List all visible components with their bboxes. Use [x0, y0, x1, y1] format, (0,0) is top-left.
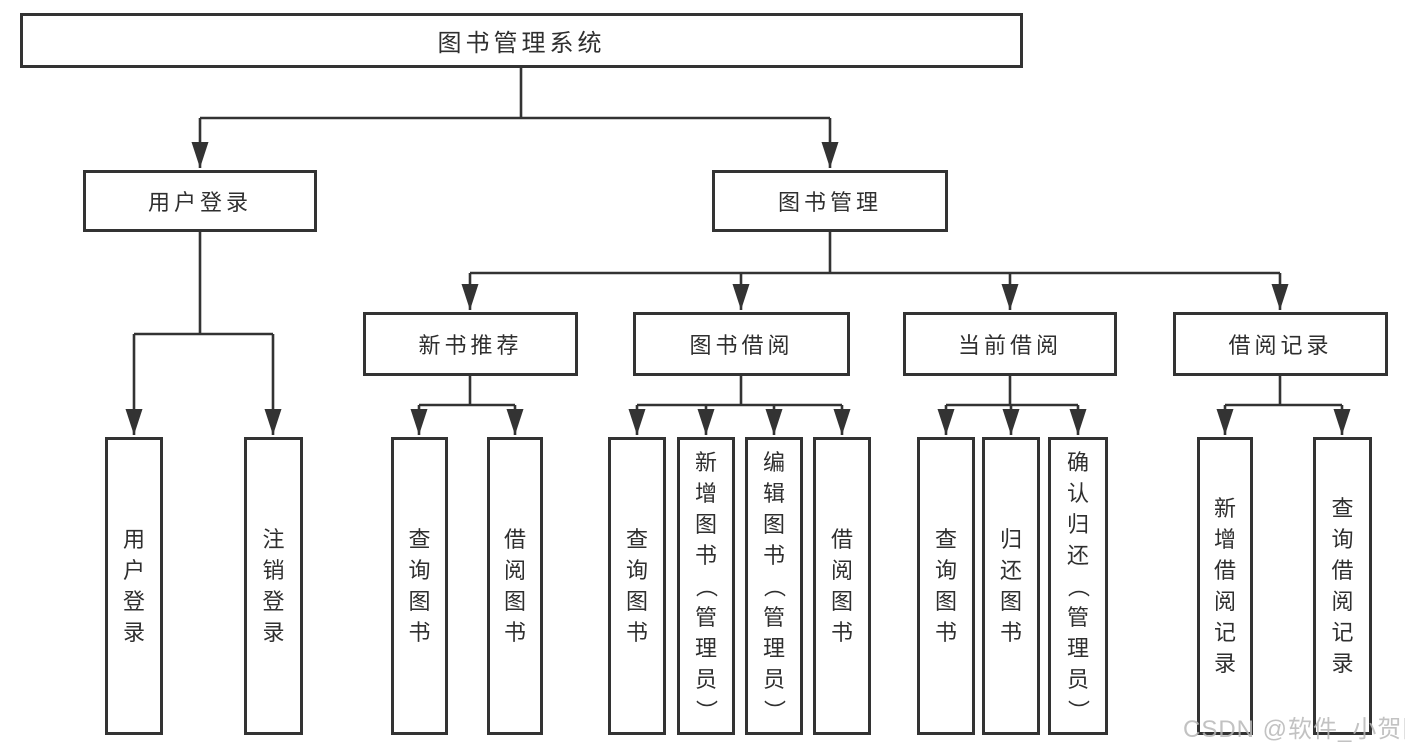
- leaf-query-books-current: 查询图书: [917, 437, 975, 735]
- leaf-label: 查询图书: [934, 527, 957, 645]
- node-current-borrowing: 当前借阅: [903, 312, 1117, 376]
- leaf-edit-books-admin: 编辑图书（管理员）: [745, 437, 803, 735]
- node-label: 图书借阅: [689, 333, 794, 358]
- leaf-label: 借阅图书: [503, 527, 526, 645]
- leaf-add-books-admin: 新增图书（管理员）: [677, 437, 735, 735]
- leaf-add-borrow-record: 新增借阅记录: [1197, 437, 1253, 735]
- leaf-label: 注销登录: [262, 527, 285, 645]
- leaf-logout: 注销登录: [244, 437, 303, 735]
- node-label: 图书管理系统: [437, 30, 606, 57]
- node-book-management: 图书管理: [712, 170, 948, 232]
- leaf-label: 归还图书: [999, 527, 1022, 645]
- leaf-borrow-books-borrow: 借阅图书: [813, 437, 871, 735]
- connector-user-login-group: [125, 232, 282, 435]
- connector-root-to-level2: [191, 68, 839, 168]
- leaf-label: 查询图书: [625, 527, 648, 645]
- node-new-book-recommend: 新书推荐: [363, 312, 578, 376]
- leaf-label: 借阅图书: [830, 527, 853, 645]
- leaf-label: 确认归还（管理员）: [1065, 449, 1091, 722]
- leaf-label: 查询图书: [408, 527, 431, 645]
- leaf-label: 查询借阅记录: [1331, 496, 1354, 676]
- leaf-return-books: 归还图书: [982, 437, 1040, 735]
- leaf-confirm-return-admin: 确认归还（管理员）: [1048, 437, 1108, 735]
- node-label: 借阅记录: [1228, 333, 1333, 358]
- node-borrowing-records: 借阅记录: [1173, 312, 1388, 376]
- node-label: 用户登录: [147, 190, 252, 215]
- node-library-management-system: 图书管理系统: [20, 13, 1023, 68]
- connector-book-management-to-level3: [461, 232, 1289, 310]
- leaf-query-borrow-record: 查询借阅记录: [1313, 437, 1372, 735]
- leaf-label: 新增借阅记录: [1213, 496, 1236, 676]
- watermark: CSDN @软件_小贺同学: [1183, 716, 1405, 743]
- connector-borrow-record-group: [1216, 376, 1351, 435]
- leaf-query-books-borrow: 查询图书: [608, 437, 666, 735]
- node-book-borrowing: 图书借阅: [633, 312, 850, 376]
- connector-current-borrow-group: [937, 376, 1087, 435]
- node-label: 当前借阅: [957, 333, 1062, 358]
- node-label: 图书管理: [777, 190, 882, 215]
- leaf-label: 新增图书（管理员）: [693, 449, 719, 722]
- leaf-user-login: 用户登录: [105, 437, 163, 735]
- leaf-label: 编辑图书（管理员）: [761, 449, 787, 722]
- node-user-login: 用户登录: [83, 170, 317, 232]
- connector-book-borrow-group: [628, 376, 851, 435]
- leaf-borrow-books-newbook: 借阅图书: [487, 437, 543, 735]
- leaf-query-books-newbook: 查询图书: [391, 437, 448, 735]
- node-label: 新书推荐: [418, 333, 523, 358]
- leaf-label: 用户登录: [122, 527, 145, 645]
- connector-new-book-group: [410, 376, 524, 435]
